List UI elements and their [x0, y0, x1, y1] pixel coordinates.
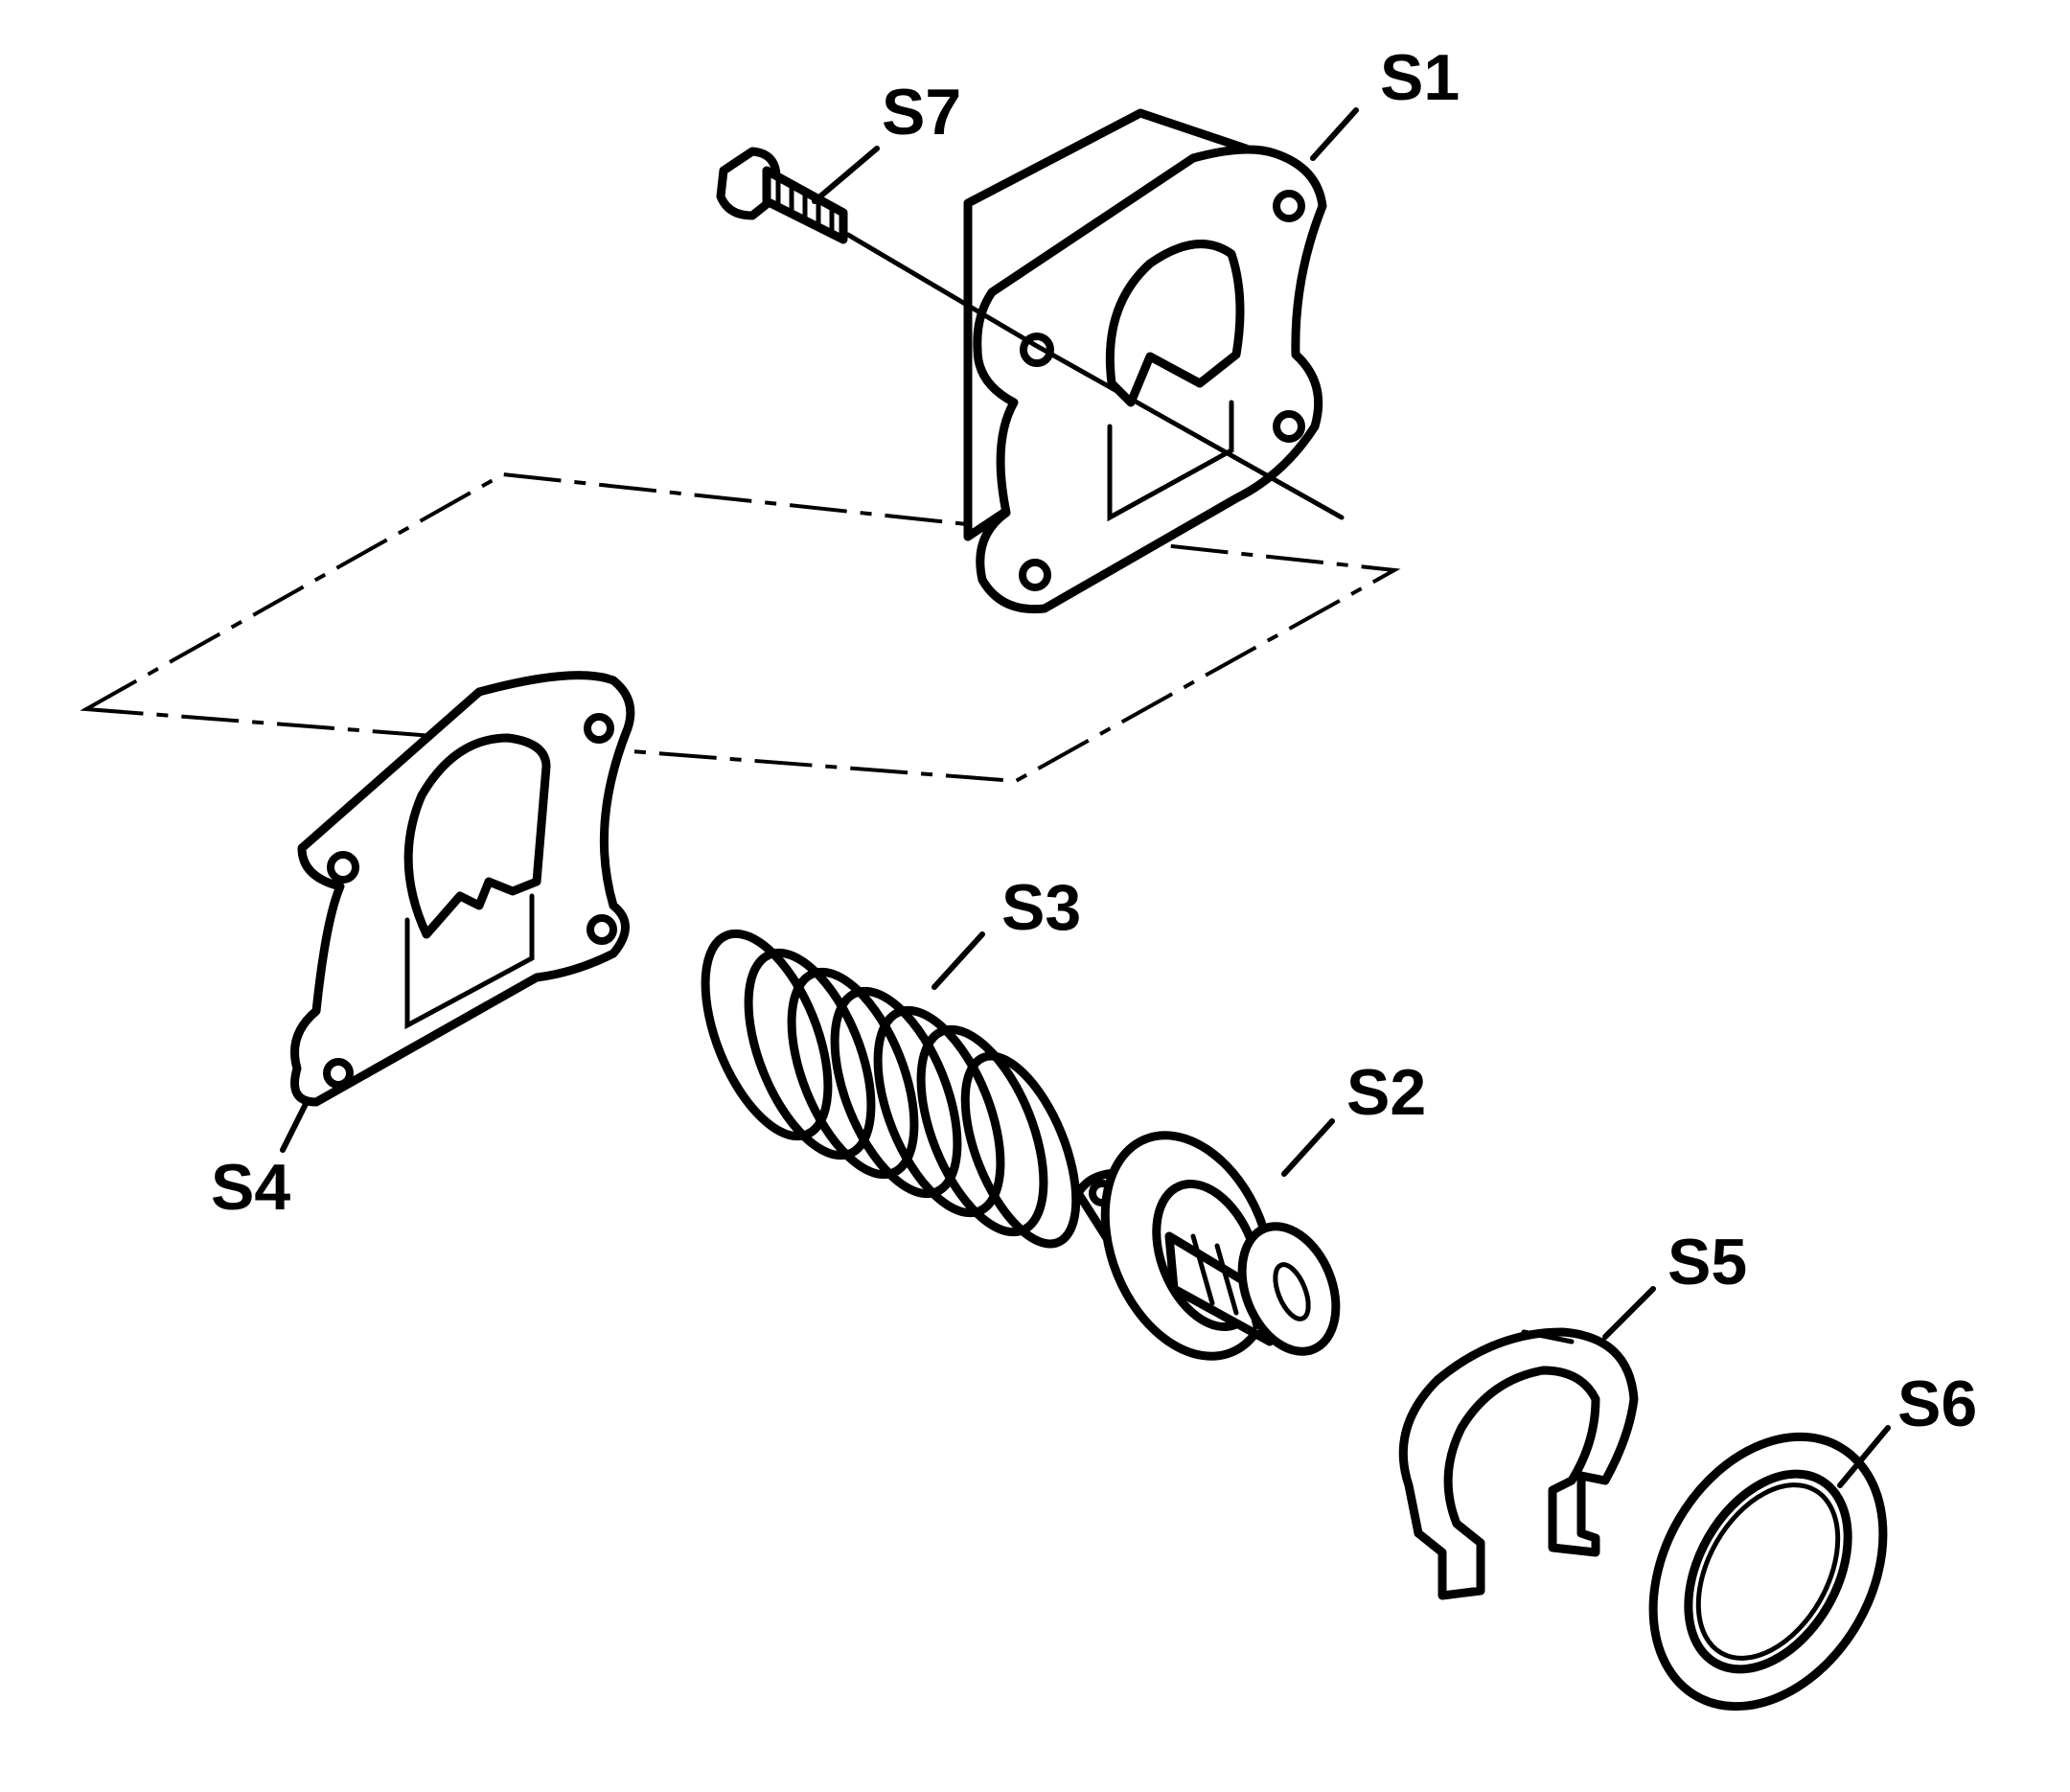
- screw-axis-line: [845, 232, 1345, 520]
- leader-s5: [1602, 1286, 1656, 1340]
- leader-s1: [1310, 107, 1359, 161]
- part-s6-seal: [1648, 1432, 1888, 1712]
- leader-s2: [1281, 1118, 1335, 1177]
- label-s7: S7: [882, 76, 961, 149]
- leader-s6: [1837, 1425, 1891, 1488]
- assembly-alignment-dashed-outline: [80, 471, 1401, 784]
- part-s3-spring: [701, 929, 1081, 1249]
- leader-s4: [280, 1099, 310, 1153]
- label-s1: S1: [1380, 41, 1460, 114]
- leader-s3: [932, 931, 985, 990]
- label-s6: S6: [1898, 1367, 1977, 1440]
- label-s3: S3: [1001, 871, 1081, 944]
- label-s4: S4: [211, 1151, 290, 1224]
- label-s2: S2: [1346, 1056, 1426, 1129]
- part-s4-gasket: [290, 671, 635, 1107]
- part-s1-housing: [963, 108, 1327, 614]
- part-s5-clip: [1398, 1327, 1639, 1600]
- leader-s7: [812, 146, 880, 204]
- part-s2-thermostat: [1073, 1131, 1341, 1361]
- part-s7-screw: [716, 147, 848, 244]
- label-s5: S5: [1668, 1226, 1747, 1298]
